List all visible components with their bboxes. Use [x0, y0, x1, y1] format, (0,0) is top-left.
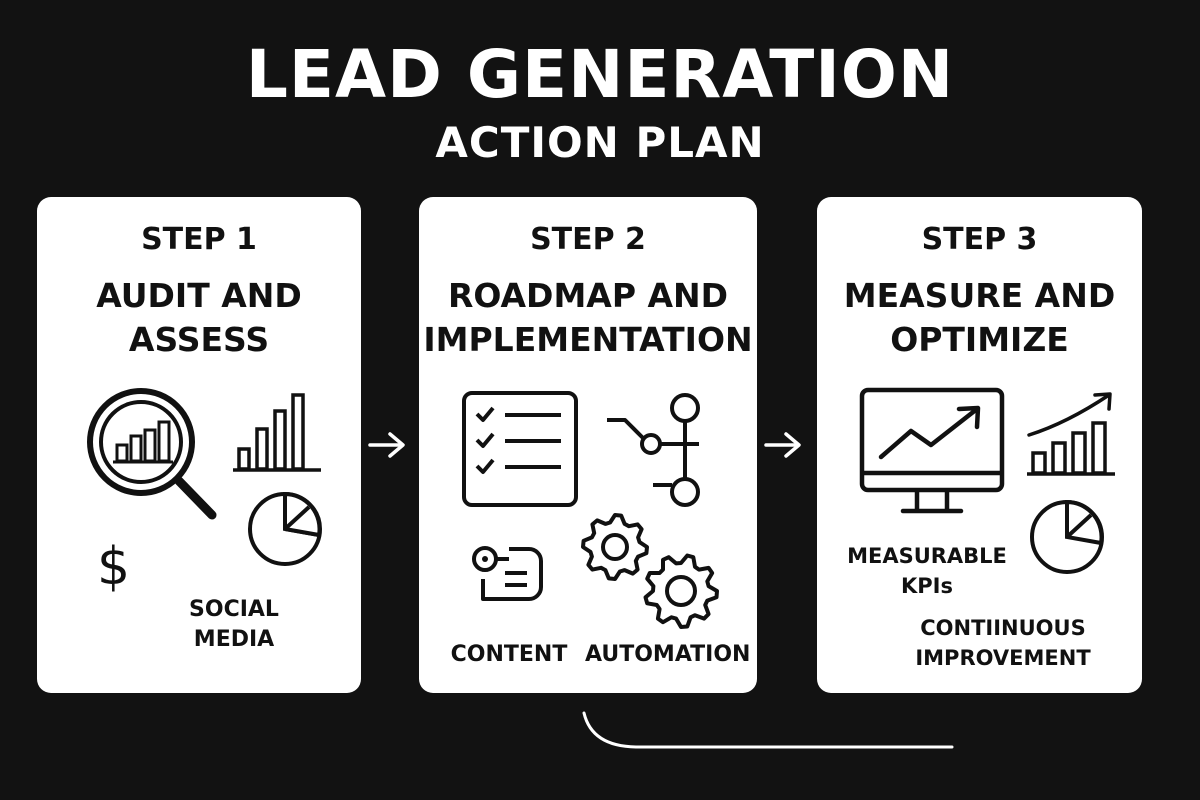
- pie-chart-icon: [248, 491, 322, 566]
- step-3-label-line-1: MEASURABLE: [847, 544, 1007, 568]
- step-3-label-line-4: IMPROVEMENT: [915, 646, 1091, 670]
- step-1-label-line-2: MEDIA: [193, 627, 275, 652]
- step-1-number: STEP 1: [141, 222, 257, 257]
- monitor-trend-icon: [859, 387, 1005, 514]
- step-2-number: STEP 2: [530, 222, 646, 257]
- step-3-label-line-3: CONTIINUOUS: [920, 616, 1086, 640]
- page-subtitle: ACTION PLAN: [435, 118, 765, 167]
- step-3-number: STEP 3: [921, 222, 1038, 257]
- step-3-label-improvement: CONTIINUOUS IMPROVEMENT: [913, 613, 1093, 673]
- step-3-label-line-2: KPIs: [901, 574, 953, 598]
- bar-chart-icon: [233, 393, 321, 472]
- step-1-label-line-1: SOCIAL: [189, 597, 279, 622]
- step-2-heading: ROADMAP AND IMPLEMENTATION: [419, 274, 757, 362]
- dollar-icon: $: [97, 537, 131, 597]
- gears-icon: [581, 513, 719, 629]
- page-title: LEAD GENERATION: [245, 36, 955, 113]
- pie-chart-icon: [1030, 499, 1104, 574]
- growth-chart-icon: [1027, 392, 1115, 476]
- step-1-label-social: SOCIAL MEDIA: [174, 595, 294, 655]
- step-2-card: STEP 2 ROADMAP AND IMPLEMENTATION CONTEN…: [419, 197, 757, 693]
- step-2-label-content: CONTENT: [450, 642, 568, 667]
- magnifier-bar-chart-icon: [87, 388, 217, 520]
- step-3-label-kpis: MEASURABLE KPIs: [847, 541, 1007, 601]
- checklist-icon: [462, 391, 578, 507]
- arrow-right-icon: [368, 432, 405, 458]
- step-2-heading-line-1: ROADMAP AND: [447, 276, 729, 315]
- step-1-heading: AUDIT AND ASSESS: [37, 274, 361, 362]
- step-1-heading-line-1: AUDIT AND: [96, 276, 302, 315]
- content-icon: [472, 546, 543, 601]
- step-3-heading-line-2: OPTIMIZE: [890, 320, 1069, 359]
- step-2-heading-line-2: IMPLEMENTATION: [423, 320, 753, 359]
- step-3-heading-line-1: MEASURE AND: [843, 276, 1116, 315]
- workflow-icon: [607, 393, 700, 507]
- step-1-card: STEP 1 AUDIT AND ASSESS $ SOCIAL MEDIA: [37, 197, 361, 693]
- step-3-card: STEP 3 MEASURE AND OPTIMIZE MEASURABLE K…: [817, 197, 1142, 693]
- arrow-right-icon: [764, 432, 801, 458]
- step-2-label-automation: AUTOMATION: [585, 642, 751, 667]
- connector-curve: [582, 711, 954, 749]
- step-3-heading: MEASURE AND OPTIMIZE: [817, 274, 1142, 362]
- step-1-heading-line-2: ASSESS: [128, 320, 270, 359]
